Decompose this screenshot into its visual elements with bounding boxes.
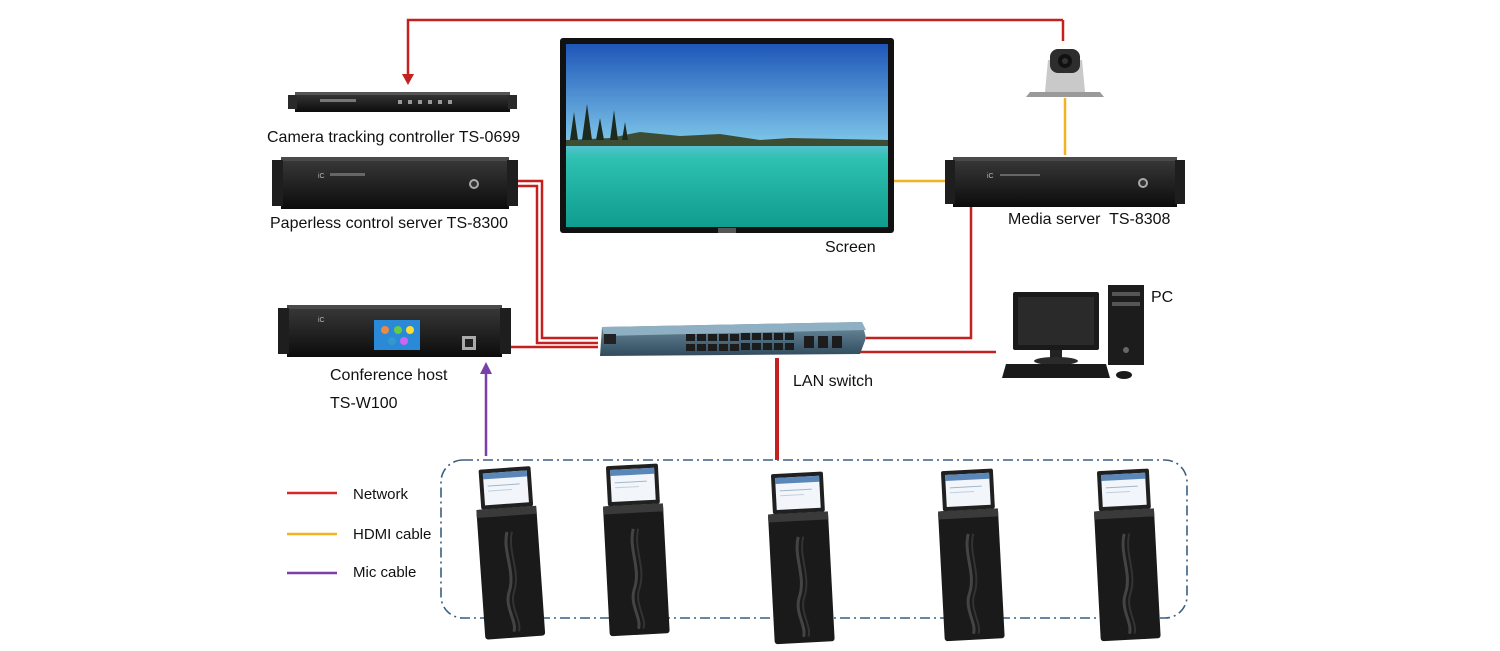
legend-network-label: Network (353, 486, 409, 503)
legend-hdmi-label: HDMI cable (353, 526, 432, 543)
pc-device (1002, 285, 1144, 379)
ptz-camera-device (1026, 49, 1104, 97)
paperless-server-device: iC (272, 157, 518, 209)
svg-text:iC: iC (318, 173, 325, 180)
lift-monitor-icon (764, 469, 837, 646)
lift-monitor-icon (599, 461, 672, 638)
svg-text:iC: iC (318, 317, 325, 324)
lift-monitor-icon (472, 464, 547, 642)
pc-label: PC (1151, 289, 1174, 306)
paperless-server-label: Paperless control server TS-8300 (270, 215, 509, 232)
camera-controller-label: Camera tracking controller TS-0699 (267, 129, 521, 146)
conference-host-label: Conference host (330, 367, 448, 384)
lift-monitor-icon (934, 466, 1007, 643)
conference-host-device: iC (278, 305, 511, 357)
lan-switch-device (600, 322, 866, 356)
cable-paperless-to-switch (512, 179, 598, 340)
cable-media-to-switch (866, 206, 973, 340)
screen-device (560, 38, 894, 233)
lan-switch-label: LAN switch (793, 373, 874, 390)
screen-label: Screen (825, 239, 876, 256)
conference-host-model-label: TS-W100 (330, 395, 398, 412)
media-server-label: Media server TS-8308 (1008, 211, 1171, 228)
cable-paperless-to-switch-2 (512, 184, 598, 345)
terminal-units (472, 461, 1163, 646)
camera-controller-device (288, 92, 517, 112)
network-cables (402, 18, 1065, 460)
svg-text:iC: iC (987, 173, 994, 180)
arrowhead-icon (480, 362, 492, 374)
legend (287, 491, 337, 575)
hdmi-cables (893, 98, 1067, 183)
legend-mic-label: Mic cable (353, 564, 417, 581)
mic-cables (480, 362, 492, 456)
arrowhead-icon (402, 74, 414, 85)
media-server-device: iC (945, 157, 1185, 207)
lift-monitor-icon (1090, 466, 1163, 643)
cable-top-run (406, 18, 1063, 80)
